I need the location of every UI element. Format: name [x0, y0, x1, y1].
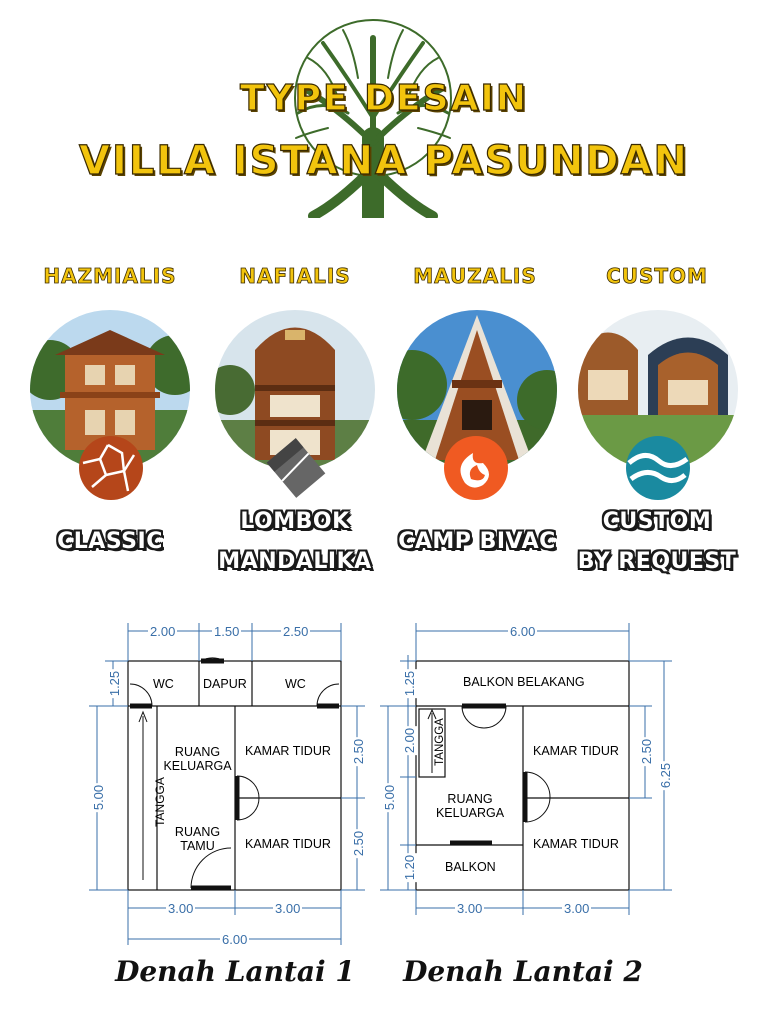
- type-name-custom: CUSTOM: [606, 264, 708, 289]
- style-line: BY REQUEST: [577, 549, 737, 574]
- wave-icon: [626, 436, 690, 500]
- tree-logo: [294, 19, 452, 218]
- style-line: LOMBOK: [240, 509, 350, 534]
- style-custom-by-request: CUSTOM BY REQUEST: [557, 502, 757, 582]
- stone-block-icon: [266, 438, 326, 498]
- flame-icon: [444, 436, 508, 500]
- floor-plans: .dim { stroke: #3a6fa8; stroke-width: 1;…: [89, 623, 672, 945]
- plan-2-caption: Denah Lantai 2: [403, 955, 643, 988]
- title-line-1: TYPE DESAIN: [239, 77, 528, 119]
- style-line: CLASSIC: [57, 529, 163, 554]
- style-camp-bivac: CAMP BIVAC: [377, 522, 577, 562]
- style-line: CAMP BIVAC: [398, 529, 556, 554]
- plan-1-caption: Denah Lantai 1: [115, 955, 355, 988]
- cracked-earth-icon: [79, 436, 143, 500]
- type-name-nafialis: NAFIALIS: [239, 264, 351, 289]
- type-name-mauzalis: MAUZALIS: [413, 264, 537, 289]
- title-line-2: VILLA ISTANA PASUNDAN: [78, 137, 689, 184]
- style-classic: CLASSIC: [10, 522, 210, 562]
- type-name-hazmialis: HAZMIALIS: [43, 264, 177, 289]
- style-lombok-mandalika: LOMBOK MANDALIKA: [195, 502, 395, 582]
- floor-plan-1: [89, 623, 365, 945]
- style-line: CUSTOM: [602, 509, 712, 534]
- style-line: MANDALIKA: [218, 549, 372, 574]
- floor-plan-2: [380, 623, 672, 915]
